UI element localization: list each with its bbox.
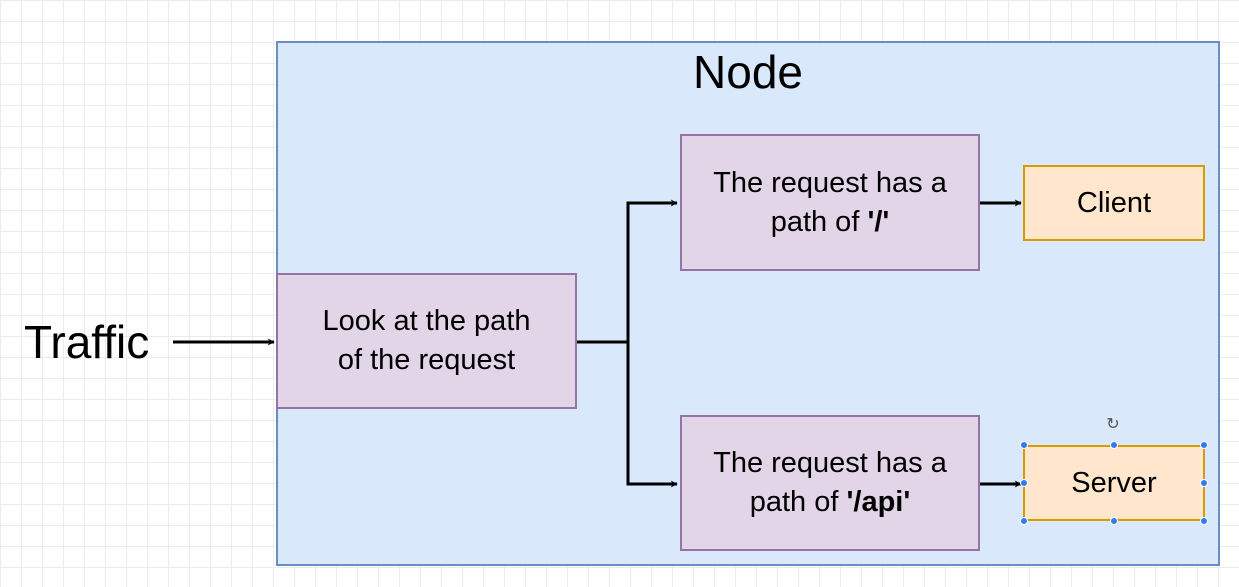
selection-handle-right[interactable] [1200, 479, 1208, 487]
root-path-node[interactable]: The request has a path of '/' [680, 134, 980, 271]
traffic-label: Traffic [24, 316, 150, 368]
selection-handle-left[interactable] [1020, 479, 1028, 487]
look-at-path-node[interactable]: Look at the path of the request [276, 273, 577, 409]
client-node[interactable]: Client [1023, 165, 1205, 241]
look-line-2: of the request [337, 344, 516, 376]
selection-handle-bottom[interactable] [1110, 517, 1118, 525]
selection-handle-bottom-left[interactable] [1020, 517, 1028, 525]
root-line-1: The request has a [713, 166, 947, 199]
api-line-2-prefix: path of [749, 486, 847, 518]
rotate-icon[interactable]: ↻ [1106, 416, 1120, 433]
edge-look-to-api [626, 342, 678, 488]
api-line-1: The request has a [713, 447, 947, 479]
api-path-node[interactable]: The request has a path of '/api' [680, 415, 980, 551]
server-node[interactable]: Server [1023, 445, 1205, 521]
server-label: Server [1071, 466, 1157, 499]
selection-handle-bottom-right[interactable] [1200, 517, 1208, 525]
api-path-value: '/api' [846, 486, 911, 518]
node-title: Node [693, 46, 803, 98]
selection-handle-top-left[interactable] [1020, 441, 1028, 449]
root-path-value: '/' [867, 205, 890, 238]
edge-look-to-root [577, 199, 678, 344]
selection-handle-top-right[interactable] [1200, 441, 1208, 449]
root-line-2-prefix: path of [770, 205, 868, 238]
look-line-1: Look at the path [322, 305, 531, 337]
selection-handle-top[interactable] [1110, 441, 1118, 449]
client-label: Client [1076, 186, 1152, 219]
